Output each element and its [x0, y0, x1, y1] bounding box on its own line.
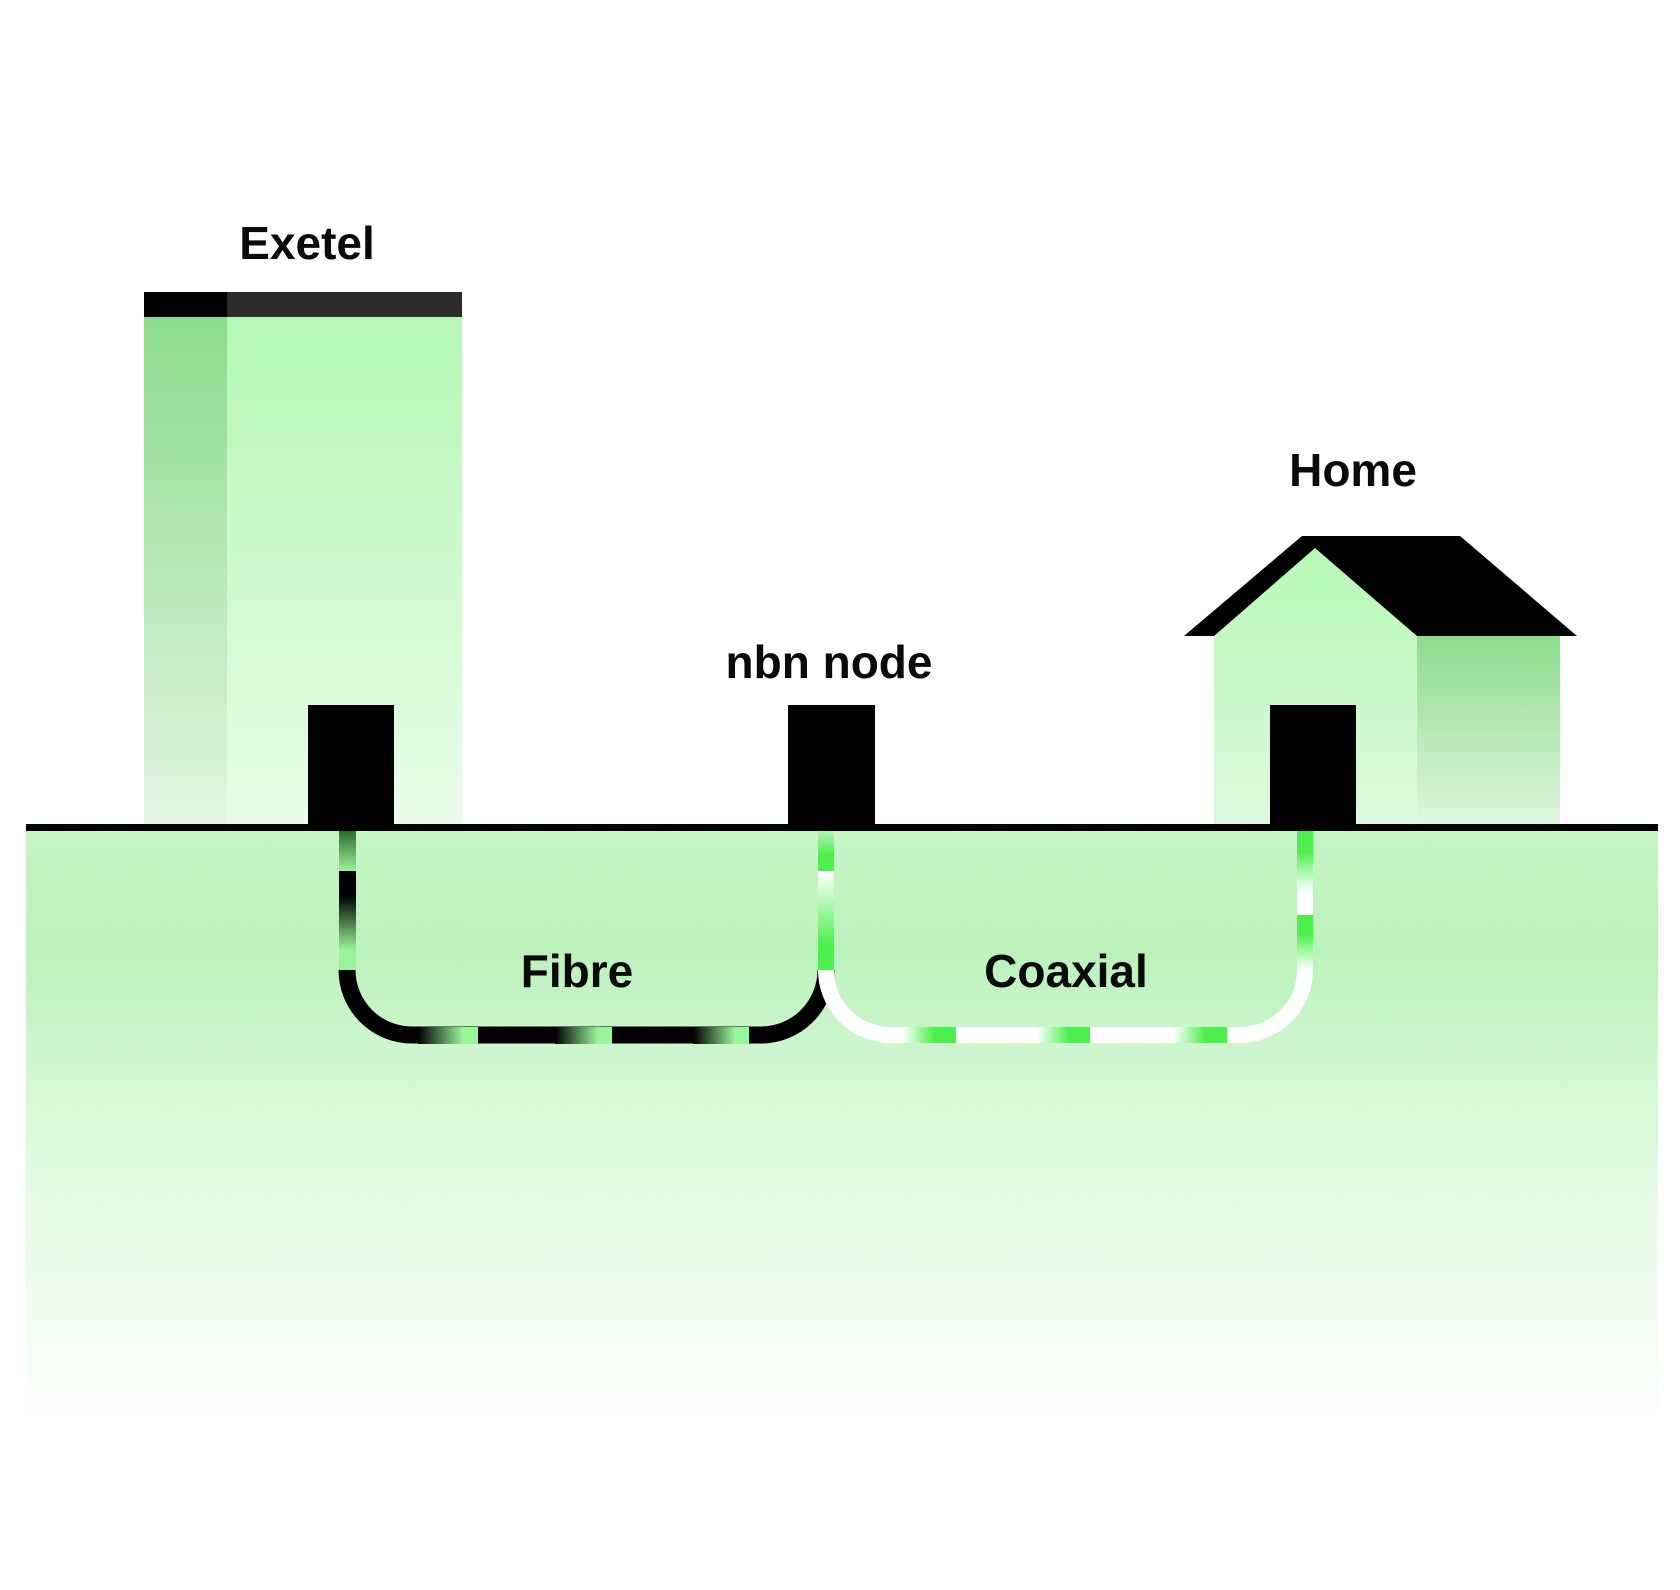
coax-segment: [818, 831, 834, 871]
house-side-wall: [1417, 636, 1560, 826]
home-label: Home: [1289, 444, 1417, 496]
provider-building: [144, 292, 462, 827]
coax-segment: [902, 1027, 956, 1043]
house-front-wall: [1214, 548, 1417, 826]
coaxial-label: Coaxial: [984, 945, 1148, 997]
home-door: [1270, 705, 1356, 827]
coax-segment: [1297, 831, 1313, 891]
fibre-label: Fibre: [521, 945, 633, 997]
ground: [26, 830, 1658, 1430]
fibre-segment: [418, 1027, 478, 1044]
home-house: [1184, 536, 1577, 827]
coax-segment: [818, 871, 834, 970]
coaxial-cable: [818, 831, 1313, 1043]
nbn-node-box: [788, 705, 875, 827]
ground-texture: [26, 830, 1658, 1250]
building-roof: [227, 292, 462, 317]
fibre-segment: [339, 831, 356, 871]
fibre-segment: [555, 1027, 612, 1044]
ground-line: [26, 824, 1658, 831]
provider-label: Exetel: [239, 217, 375, 269]
coax-segment: [1297, 891, 1313, 915]
fibre-cable: [338, 831, 835, 1044]
building-roof-dark: [144, 292, 227, 317]
building-shaded-side: [144, 316, 227, 824]
node-label: nbn node: [726, 636, 933, 688]
fibre-segment: [339, 871, 356, 970]
coax-segment: [1037, 1027, 1090, 1043]
fibre-segment: [693, 1027, 749, 1044]
provider-door: [308, 705, 394, 827]
coax-segment: [1173, 1027, 1227, 1043]
coax-segment: [1297, 915, 1313, 970]
